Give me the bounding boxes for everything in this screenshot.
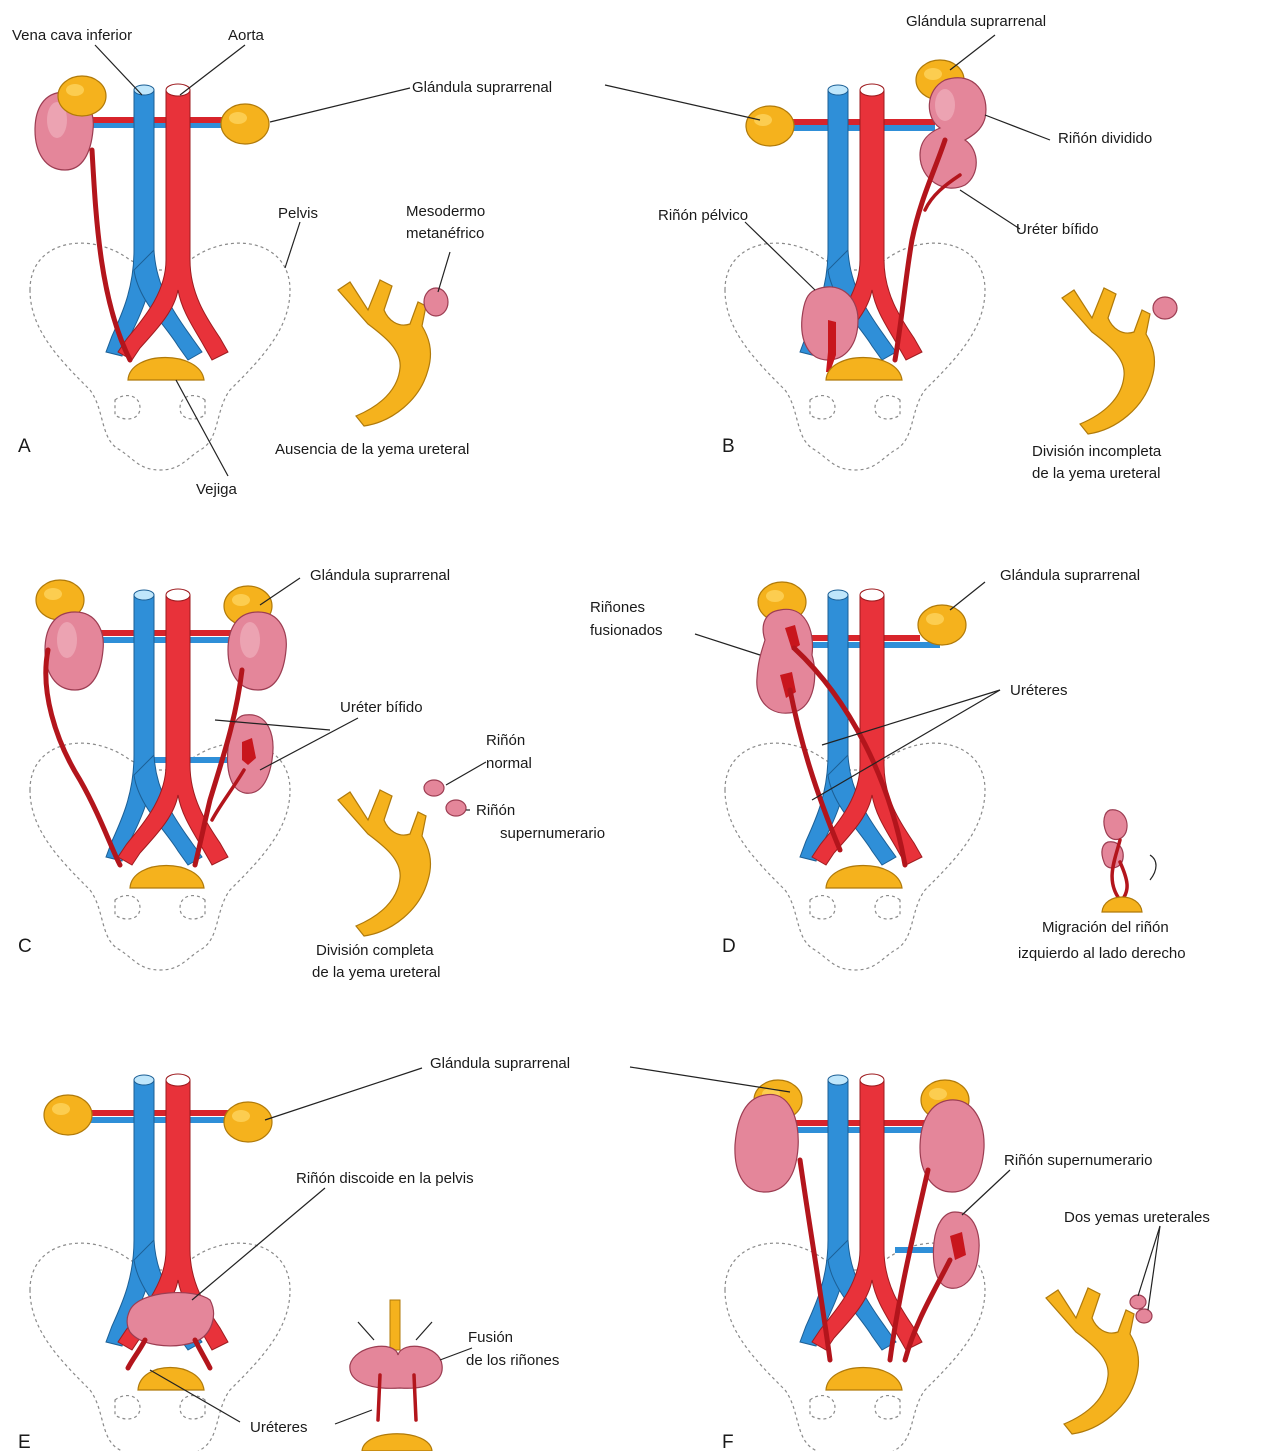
adrenal-gland	[221, 104, 269, 144]
discoid-kidney	[127, 1293, 214, 1346]
label-adrenal: Glándula suprarrenal	[310, 567, 450, 584]
ureteric-bud	[1046, 1288, 1138, 1434]
label-fusion-1: Fusión	[468, 1329, 513, 1346]
panel-letter-a: A	[18, 436, 31, 457]
adrenal-gland	[58, 76, 106, 116]
label-mesoderm-2: metanéfrico	[406, 225, 484, 242]
pelvis-outline	[30, 243, 290, 470]
pelvis-outline	[725, 243, 985, 470]
label-discoid-kidney: Riñón discoide en la pelvis	[296, 1170, 474, 1187]
label-supernumerary-1: Riñón	[476, 802, 515, 819]
label-adrenal: Glándula suprarrenal	[430, 1055, 570, 1072]
pelvis-outline	[725, 743, 985, 970]
adrenal-gland	[44, 1095, 92, 1135]
ureteric-bud	[1062, 288, 1154, 434]
kidney	[228, 612, 286, 690]
label-normal-kidney-2: normal	[486, 755, 532, 772]
label-bladder: Vejiga	[196, 481, 238, 498]
label-supernumerary-2: supernumerario	[500, 825, 605, 842]
panel-letter-c: C	[18, 936, 32, 957]
great-vessels	[800, 589, 922, 865]
panel-f: Riñón supernumerario Dos yemas ureterale…	[630, 1067, 1210, 1451]
kidney	[735, 1094, 798, 1192]
panel-letter-b: B	[722, 436, 735, 457]
kidney	[920, 1100, 984, 1192]
panel-letter-e: E	[18, 1432, 31, 1451]
label-adrenal: Glándula suprarrenal	[906, 13, 1046, 30]
label-vena-cava: Vena cava inferior	[12, 27, 132, 44]
panel-c: Glándula suprarrenal Uréter bífido Riñón…	[18, 567, 605, 981]
ureteric-bud	[338, 790, 430, 936]
label-normal-kidney-1: Riñón	[486, 732, 525, 749]
great-vessels	[800, 1074, 922, 1350]
label-two-buds: Dos yemas ureterales	[1064, 1209, 1210, 1226]
label-ureters: Uréteres	[1010, 682, 1068, 699]
label-divided-kidney: Riñón dividido	[1058, 130, 1152, 147]
caption-b-1: División incompleta	[1032, 443, 1162, 460]
label-aorta: Aorta	[228, 27, 265, 44]
label-pelvic-kidney: Riñón pélvico	[658, 207, 748, 224]
adrenal-gland	[224, 1102, 272, 1142]
panel-a: Vena cava inferior Aorta Glándula suprar…	[12, 27, 552, 498]
panel-letter-d: D	[722, 936, 736, 957]
caption-a: Ausencia de la yema ureteral	[275, 441, 469, 458]
ureteric-bud	[338, 280, 430, 426]
panel-e: Glándula suprarrenal Riñón discoide en l…	[18, 1055, 570, 1451]
label-adrenal: Glándula suprarrenal	[412, 79, 552, 96]
kidney	[45, 612, 103, 690]
label-pelvis: Pelvis	[278, 205, 318, 222]
panel-b: Glándula suprarrenal Riñón dividido Riñó…	[605, 13, 1177, 482]
label-mesoderm-1: Mesodermo	[406, 203, 485, 220]
label-supernumerary-kidney: Riñón supernumerario	[1004, 1152, 1152, 1169]
metanephric-mass	[1153, 297, 1177, 319]
label-bifid-ureter: Uréter bífido	[340, 699, 423, 716]
label-ureters: Uréteres	[250, 1419, 308, 1436]
label-adrenal: Glándula suprarrenal	[1000, 567, 1140, 584]
adrenal-gland	[746, 106, 794, 146]
label-fusion-2: de los riñones	[466, 1352, 559, 1369]
caption-d-2: izquierdo al lado derecho	[1018, 945, 1186, 962]
metanephric-mesoderm	[424, 288, 448, 316]
migrating-kidney	[1104, 810, 1127, 840]
caption-d-1: Migración del riñón	[1042, 919, 1169, 936]
panel-letter-f: F	[722, 1432, 734, 1451]
caption-c-2: de la yema ureteral	[312, 964, 440, 981]
label-fused-2: fusionados	[590, 622, 663, 639]
fused-kidneys-inset	[350, 1346, 442, 1388]
adrenal-gland	[918, 605, 966, 645]
caption-b-2: de la yema ureteral	[1032, 465, 1160, 482]
label-fused-1: Riñones	[590, 599, 645, 616]
caption-c-1: División completa	[316, 942, 434, 959]
label-bifid-ureter: Uréter bífido	[1016, 221, 1099, 238]
panel-d: Glándula suprarrenal Riñones fusionados …	[590, 567, 1186, 970]
